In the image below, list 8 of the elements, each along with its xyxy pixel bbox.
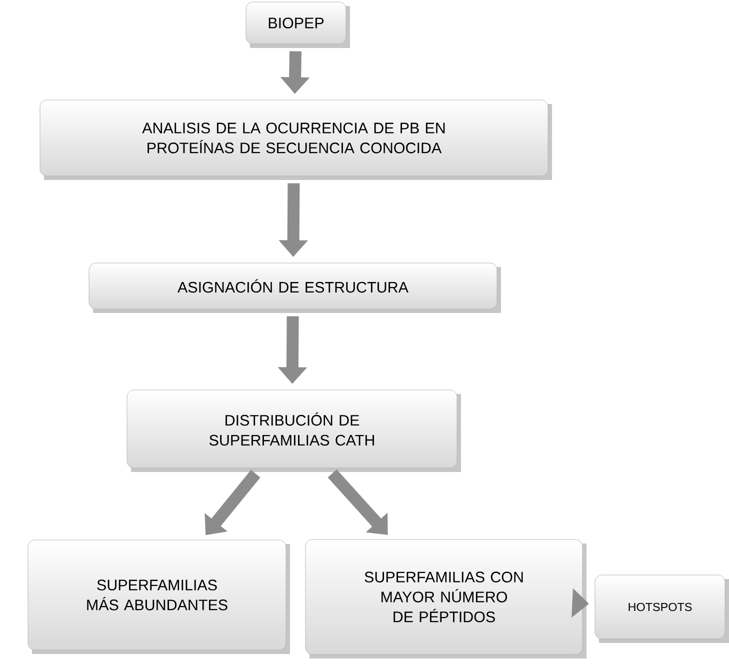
process-box: HOTSPOTS [594, 574, 729, 643]
process-box: ANALISIS DE LA OCURRENCIA DE PB EN PROTEÍNAS DE SECUENCIA CONOCIDA [40, 100, 552, 180]
block-arrow [328, 469, 388, 535]
process-box: SUPERFAMILIAS CON MAYOR NÚMERO DE PÉPTIDOS [305, 539, 586, 658]
process-box: DISTRIBUCIÓN DE SUPERFAMILIAS CATH [126, 390, 461, 472]
process-box: BIOPEP [246, 2, 350, 48]
process-box: ASIGNACIÓN DE ESTRUCTURA [88, 262, 501, 313]
process-box: SUPERFAMILIAS MÁS ABUNDANTES [28, 540, 290, 654]
